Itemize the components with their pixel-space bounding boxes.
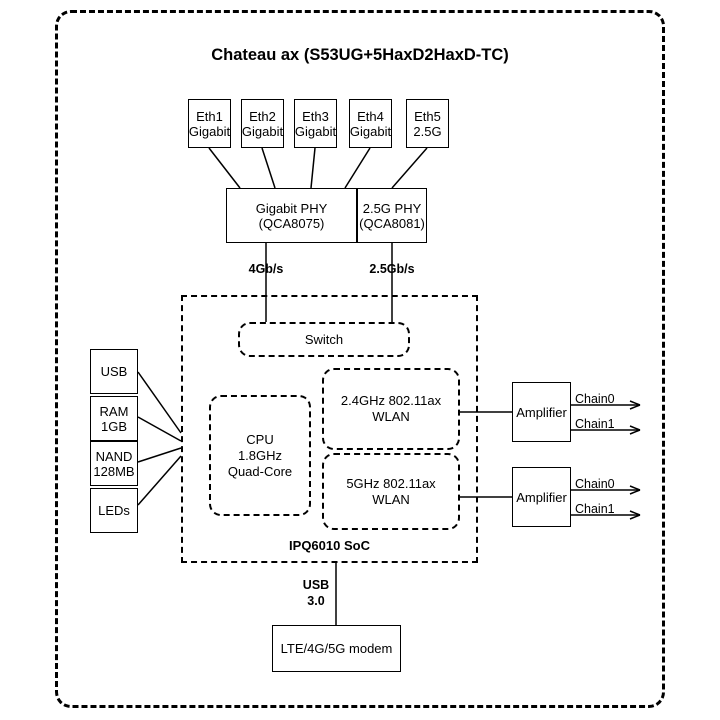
eth-port-name: Eth1 (196, 108, 223, 124)
page-title: Chateau ax (S53UG+5HaxD2HaxD-TC) (211, 46, 509, 64)
phy-part: (QCA8075) (258, 215, 325, 231)
cpu-line-3: Quad-Core (227, 463, 293, 479)
eth-port-box[interactable]: Eth2 Gigabit (241, 99, 284, 148)
phy-name: 2.5G PHY (362, 200, 422, 216)
gigabit-phy-box[interactable]: Gigabit PHY (QCA8075) (226, 188, 357, 243)
amplifier-box-5ghz[interactable]: Amplifier (512, 467, 571, 527)
eth-port-speed: Gigabit (241, 123, 284, 139)
lte-modem-box[interactable]: LTE/4G/5G modem (272, 625, 401, 672)
eth-port-name: Eth3 (302, 108, 329, 124)
eth-port-speed: 2.5G (413, 123, 442, 139)
eth-port-box[interactable]: Eth3 Gigabit (294, 99, 337, 148)
wlan-line-2: WLAN (372, 409, 410, 424)
phy-link-speed-label: 2.5Gb/s (369, 262, 415, 276)
leds-peripheral-box[interactable]: LEDs (90, 488, 138, 533)
chain-label: Chain0 (575, 392, 615, 406)
chain-label: Chain1 (575, 417, 615, 431)
eth-port-speed: Gigabit (188, 123, 231, 139)
modem-bus-label-line-1: USB (302, 578, 330, 592)
eth-port-speed: Gigabit (294, 123, 337, 139)
soc-label: IPQ6010 SoC (289, 538, 370, 553)
peripheral-line-1: USB (100, 364, 128, 379)
eth-port-name: Eth5 (414, 108, 441, 124)
switch-label: Switch (304, 331, 344, 347)
eth-port-box[interactable]: Eth1 Gigabit (188, 99, 231, 148)
wlan-line-1: 5GHz 802.11ax (346, 475, 436, 491)
ipq6010-soc-boundary (181, 295, 478, 563)
ram-peripheral-box[interactable]: RAM 1GB (90, 396, 138, 441)
modem-bus-label-line-2: 3.0 (307, 594, 325, 608)
eth-port-name: Eth2 (249, 108, 276, 124)
amplifier-box-2-4ghz[interactable]: Amplifier (512, 382, 571, 442)
phy-link-speed-label: 4Gb/s (248, 262, 284, 276)
switch-block[interactable]: Switch (238, 322, 410, 357)
amplifier-label: Amplifier (516, 489, 567, 505)
device-boundary (55, 10, 665, 708)
cpu-line-2: 1.8GHz (237, 447, 283, 463)
peripheral-line-2: 128MB (93, 463, 135, 479)
phy-name: Gigabit PHY (255, 200, 328, 216)
2-5g-phy-box[interactable]: 2.5G PHY (QCA8081) (357, 188, 427, 243)
wlan-line-1: 2.4GHz 802.11ax (340, 393, 442, 408)
amplifier-label: Amplifier (516, 404, 567, 420)
nand-peripheral-box[interactable]: NAND 128MB (90, 441, 138, 486)
eth-port-name: Eth4 (357, 108, 384, 124)
peripheral-line-1: LEDs (98, 503, 130, 518)
peripheral-line-1: NAND (95, 448, 133, 464)
eth-port-speed: Gigabit (349, 123, 392, 139)
chain-label: Chain1 (575, 502, 615, 516)
chain-label: Chain0 (575, 477, 615, 491)
eth-port-box[interactable]: Eth5 2.5G (406, 99, 449, 148)
peripheral-line-2: 1GB (100, 418, 127, 434)
usb-peripheral-box[interactable]: USB (90, 349, 138, 394)
eth-port-box[interactable]: Eth4 Gigabit (349, 99, 392, 148)
cpu-line-1: CPU (246, 431, 274, 447)
phy-part: (QCA8081) (359, 215, 425, 231)
wlan-line-2: WLAN (372, 491, 410, 507)
wlan-5ghz-block[interactable]: 5GHz 802.11ax WLAN (322, 453, 460, 530)
peripheral-line-1: RAM (99, 403, 129, 419)
cpu-block[interactable]: CPU 1.8GHz Quad-Core (209, 395, 311, 516)
modem-label: LTE/4G/5G modem (280, 641, 393, 656)
wlan-2-4ghz-block[interactable]: 2.4GHz 802.11ax WLAN (322, 368, 460, 450)
